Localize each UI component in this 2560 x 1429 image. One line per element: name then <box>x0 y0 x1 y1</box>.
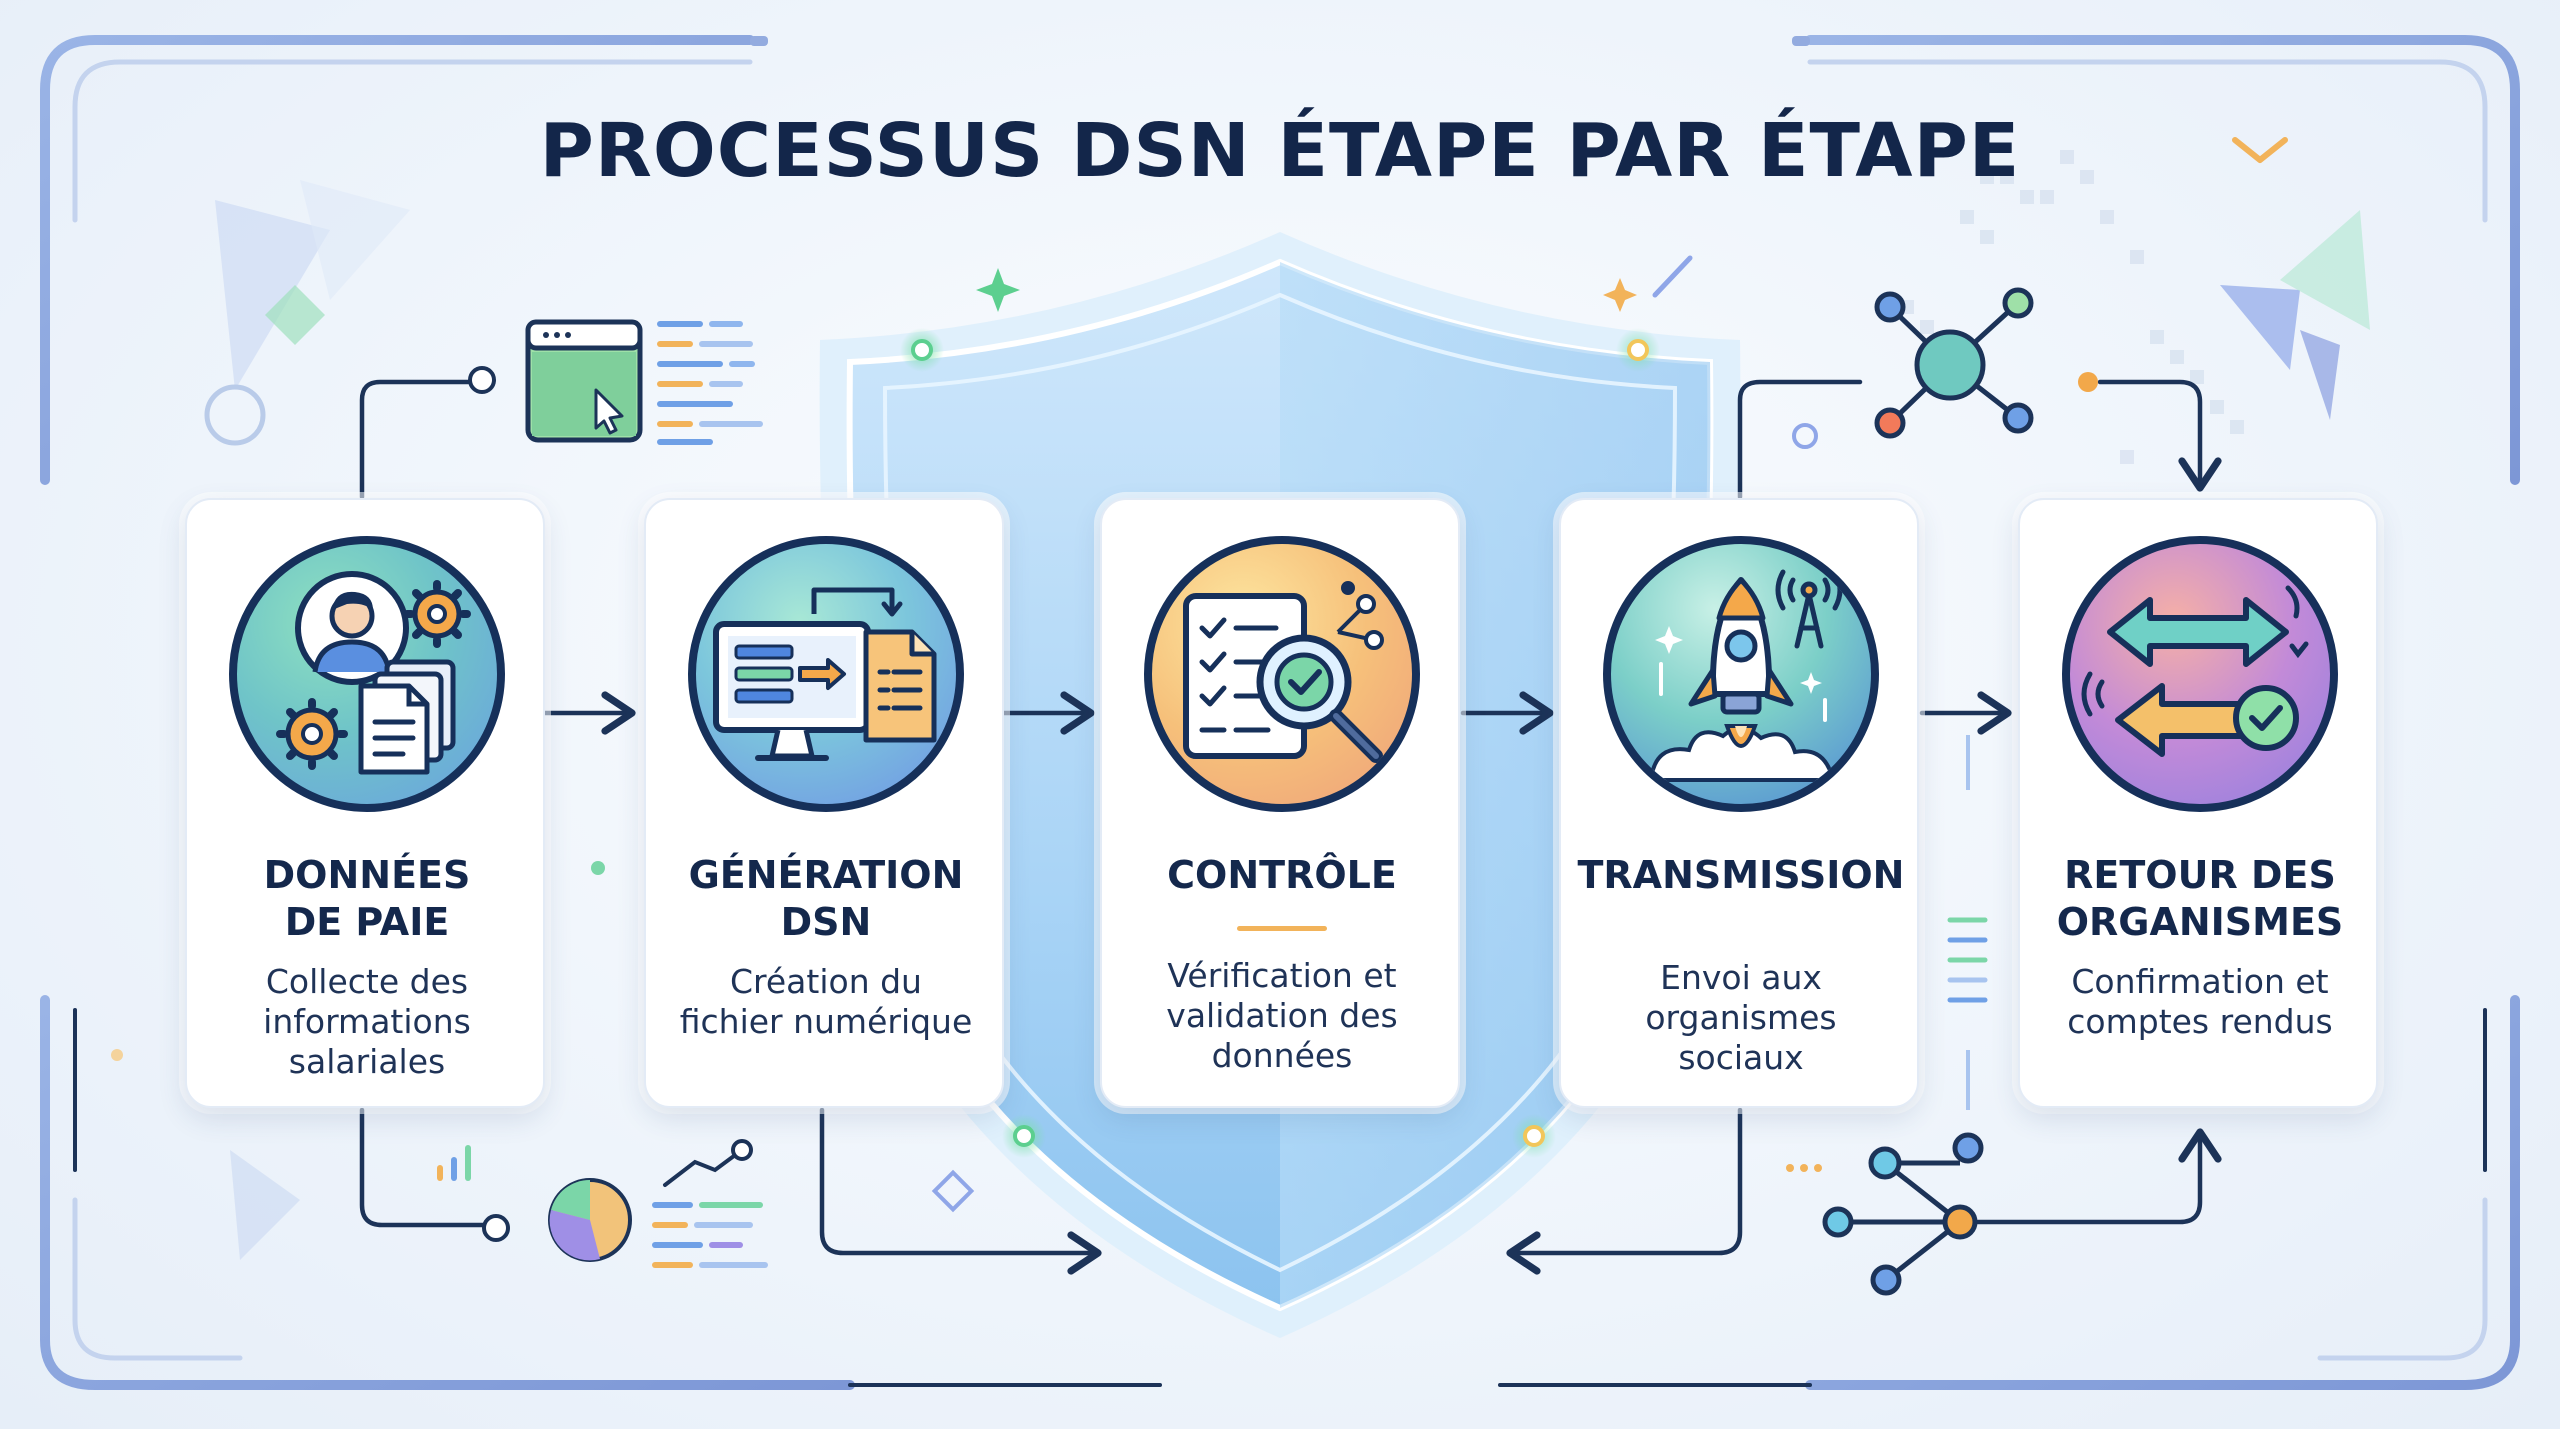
frame-corner-top-right <box>1805 35 2520 485</box>
step-card-control: CONTRÔLE Vérification et validation des … <box>1100 498 1460 1108</box>
browser-window-icon <box>525 319 643 443</box>
step-description: Confirmation et comptes rendus <box>2067 962 2333 1041</box>
step-description: Envoi aux organismes sociaux <box>1645 958 1837 1077</box>
step-description: Création du fichier numérique <box>679 962 973 1041</box>
frame-corner-bottom-left <box>40 995 855 1390</box>
connector-arrow <box>2097 379 2222 492</box>
decor-triangle <box>2220 285 2300 370</box>
network-graph-icon <box>1822 1132 1984 1296</box>
payroll-data-icon <box>229 536 505 812</box>
step-title: CONTRÔLE <box>1167 853 1397 897</box>
sparkle-icon <box>976 268 1020 312</box>
verification-icon <box>1144 536 1420 812</box>
step-title: RETOUR DES ORGANISMES <box>2056 853 2344 944</box>
pie-chart-icon <box>548 1178 632 1262</box>
step-card-transmission: TRANSMISSION Envoi aux organismes sociau… <box>1559 498 1919 1108</box>
rocket-icon <box>1603 536 1879 812</box>
step-title: TRANSMISSION <box>1577 853 1905 897</box>
step-card-organisms-return: RETOUR DES ORGANISMES Confirmation et co… <box>2018 498 2378 1108</box>
connector-line <box>1737 379 1863 500</box>
decor-triangle <box>2300 330 2340 420</box>
step-card-dsn-generation: GÉNÉRATION DSN Création du fichier numér… <box>644 498 1004 1108</box>
file-generation-icon <box>688 536 964 812</box>
decor-triangle <box>215 200 330 390</box>
decor-triangle <box>300 180 410 300</box>
decor-triangle <box>230 1150 300 1260</box>
frame-corner-top-left <box>40 35 755 485</box>
step-description: Collecte des informations salariales <box>263 962 471 1081</box>
connector-arrow <box>1962 1128 2222 1225</box>
frame-corner-bottom-right <box>1805 995 2520 1390</box>
title-underline <box>1237 926 1327 931</box>
decor-diamond <box>265 285 325 345</box>
diagram-title: PROCESSUS DSN ÉTAPE PAR ÉTAPE <box>539 108 2021 194</box>
network-node-icon <box>1874 287 2034 439</box>
step-card-payroll-data: DONNÉES DE PAIE Collecte des information… <box>185 498 545 1108</box>
exchange-arrows-icon <box>2062 536 2338 812</box>
step-title: DONNÉES DE PAIE <box>263 853 471 944</box>
connector-arrow <box>819 1107 1102 1275</box>
decor-triangle <box>2280 210 2370 330</box>
connector-arrow <box>1506 1107 1743 1275</box>
connector-line <box>359 379 473 500</box>
step-description: Vérification et validation des données <box>1166 956 1398 1075</box>
connector-line <box>359 1107 499 1228</box>
step-title: GÉNÉRATION DSN <box>688 853 964 944</box>
sparkle-icon <box>1603 278 1637 312</box>
